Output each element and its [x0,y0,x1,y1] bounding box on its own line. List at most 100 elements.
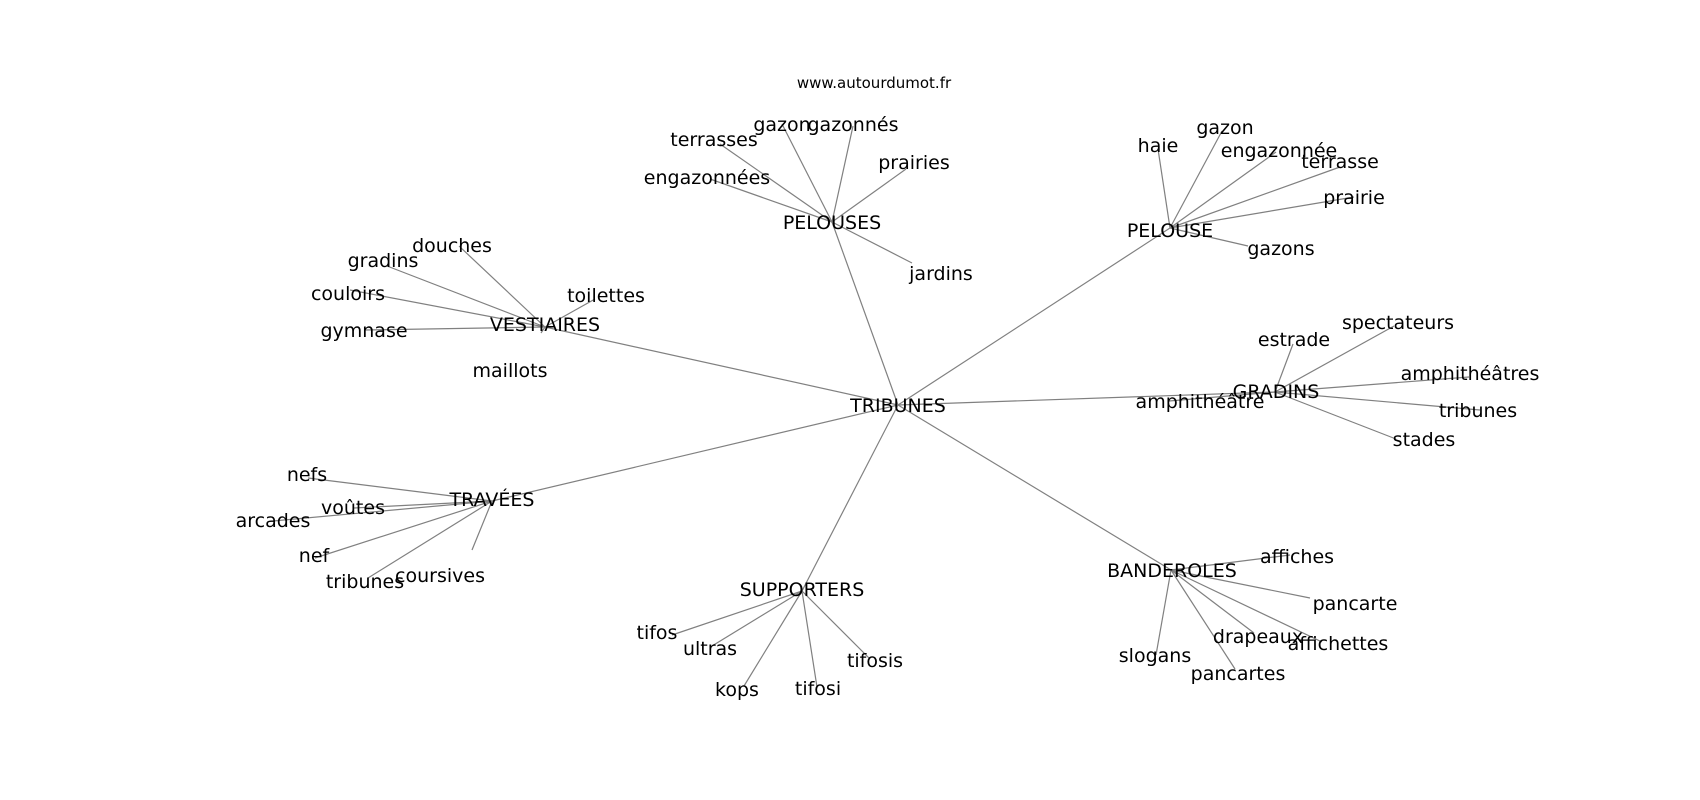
edge-banderoles-affichettes [1170,569,1323,643]
edge-vestiaires-gradins [386,265,546,328]
leaf-label-prairie: prairie [1323,187,1385,209]
edge-travees-arcades [272,500,493,522]
edge-banderoles-pancartes [1170,569,1236,670]
leaf-label-tribunes: tribunes [1439,400,1517,422]
edge-pelouses-engazonnees [709,178,833,223]
edge-travees-nefs [307,477,493,502]
leaf-label-haie: haie [1138,135,1179,157]
edge-pelouses-gazon [781,123,833,223]
leaf-label-tifosis: tifosis [847,650,903,672]
edge-center-gradins [897,391,1276,406]
hub-label-travees: TRAVÉES [449,488,535,511]
hub-label-gradins: GRADINS [1233,381,1320,403]
leaf-label-slogans: slogans [1119,645,1191,667]
edge-banderoles-pancarte [1170,569,1311,599]
edge-banderoles-slogans [1155,569,1172,656]
leaf-label-drapeaux: drapeaux [1213,626,1303,648]
edge-center-pelouses [831,221,899,406]
hub-label-vestiaires: VESTIAIRES [490,314,600,336]
leaf-label-arcades: arcades [236,510,311,532]
leaf-label-gymnase: gymnase [320,320,407,342]
edge-center-supporters [801,404,899,592]
edge-gradins-amphitheatres [1274,376,1470,393]
edge-gradins-amphitheatre [1168,391,1276,402]
leaf-label-toilettes: toilettes [567,285,645,307]
edge-vestiaires-gymnase [365,326,546,331]
hub-label-banderoles: BANDEROLES [1107,560,1237,582]
edge-travees-nef [314,500,493,559]
edge-center-banderoles [897,404,1172,571]
leaf-label-nef: nef [299,545,331,567]
leaf-label-ultras: ultras [683,638,737,660]
edge-pelouse-gazon [1169,130,1223,229]
center-node-label: TRIBUNES [849,395,946,417]
edge-supporters-kops [743,590,803,687]
edge-vestiaires-douches [458,245,546,328]
leaf-label-tribunes: tribunes [326,571,404,593]
edge-center-pelouse [897,227,1171,406]
labels-layer: www.autourdumot.fr TRIBUNES PELOUSES terr… [236,74,1540,701]
edge-pelouses-gazonnes [831,125,854,223]
edges-layer [272,123,1481,688]
leaf-label-amphitheatre: amphithéâtre [1136,391,1265,413]
edge-supporters-tifosi [801,590,818,688]
leaf-label-maillots: maillots [473,360,548,382]
leaf-label-pancarte: pancarte [1313,593,1398,615]
leaf-label-gradins: gradins [348,250,419,272]
leaf-label-stades: stades [1393,429,1456,451]
leaf-label-tifos: tifos [637,622,678,644]
edge-travees-coursives [471,500,493,551]
leaf-label-engazonnee: engazonnée [1221,140,1338,162]
leaf-label-douches: douches [412,235,492,257]
edge-pelouse-haie [1157,148,1171,229]
leaf-label-kops: kops [715,679,759,701]
leaf-label-estrade: estrade [1258,329,1330,351]
leaf-label-nefs: nefs [287,464,327,486]
hub-label-pelouses: PELOUSES [783,212,881,234]
leaf-label-terrasses: terrasses [670,129,757,151]
edge-pelouse-engazonnee [1169,151,1277,229]
edge-gradins-tribunes [1274,391,1481,411]
leaf-label-affichettes: affichettes [1288,633,1389,655]
edge-supporters-tifos [671,590,803,636]
leaf-label-gazon: gazon [1196,117,1253,139]
edge-pelouse-terrasse [1169,166,1341,229]
leaf-label-jardins: jardins [908,263,973,285]
edge-banderoles-affiches [1170,554,1291,571]
leaf-label-coursives: coursives [395,565,485,587]
edge-pelouses-prairies [831,168,907,223]
source-label: www.autourdumot.fr [797,74,952,92]
edge-supporters-ultras [711,590,803,647]
edge-center-vestiaires [544,326,899,406]
leaf-label-gazons: gazons [1247,238,1314,260]
edge-banderoles-drapeaux [1170,569,1255,634]
edge-vestiaires-maillots [540,326,546,334]
edge-center-travees [491,404,899,502]
leaf-label-gazon: gazon [753,114,810,136]
edge-pelouse-gazons [1169,227,1249,247]
leaf-label-terrasse: terrasse [1301,151,1379,173]
leaf-label-couloirs: couloirs [311,283,385,305]
leaf-label-affiches: affiches [1260,546,1334,568]
edge-travees-tribunes [367,500,493,579]
leaf-label-engazonnees: engazonnées [644,167,770,189]
edge-vestiaires-toilettes [544,298,596,328]
edge-pelouses-jardins [831,221,913,264]
edge-supporters-tifosis [801,590,871,660]
edge-gradins-spectateurs [1274,325,1395,393]
hub-label-supporters: SUPPORTERS [740,579,865,601]
leaf-label-voutes: voûtes [321,497,385,519]
edge-vestiaires-couloirs [349,289,546,328]
edge-gradins-stades [1274,391,1397,440]
leaf-label-spectateurs: spectateurs [1342,312,1454,334]
leaf-label-amphitheatres: amphithéâtres [1401,363,1540,385]
edge-gradins-estrade [1274,343,1294,393]
edge-pelouses-terrasses [719,143,833,223]
leaf-label-gazonnes: gazonnés [808,114,899,136]
leaf-label-prairies: prairies [878,152,949,174]
edge-travees-voutes [353,500,493,509]
leaf-label-pancartes: pancartes [1191,663,1286,685]
edge-pelouse-prairie [1169,196,1355,229]
leaf-label-tifosi: tifosi [795,678,841,700]
